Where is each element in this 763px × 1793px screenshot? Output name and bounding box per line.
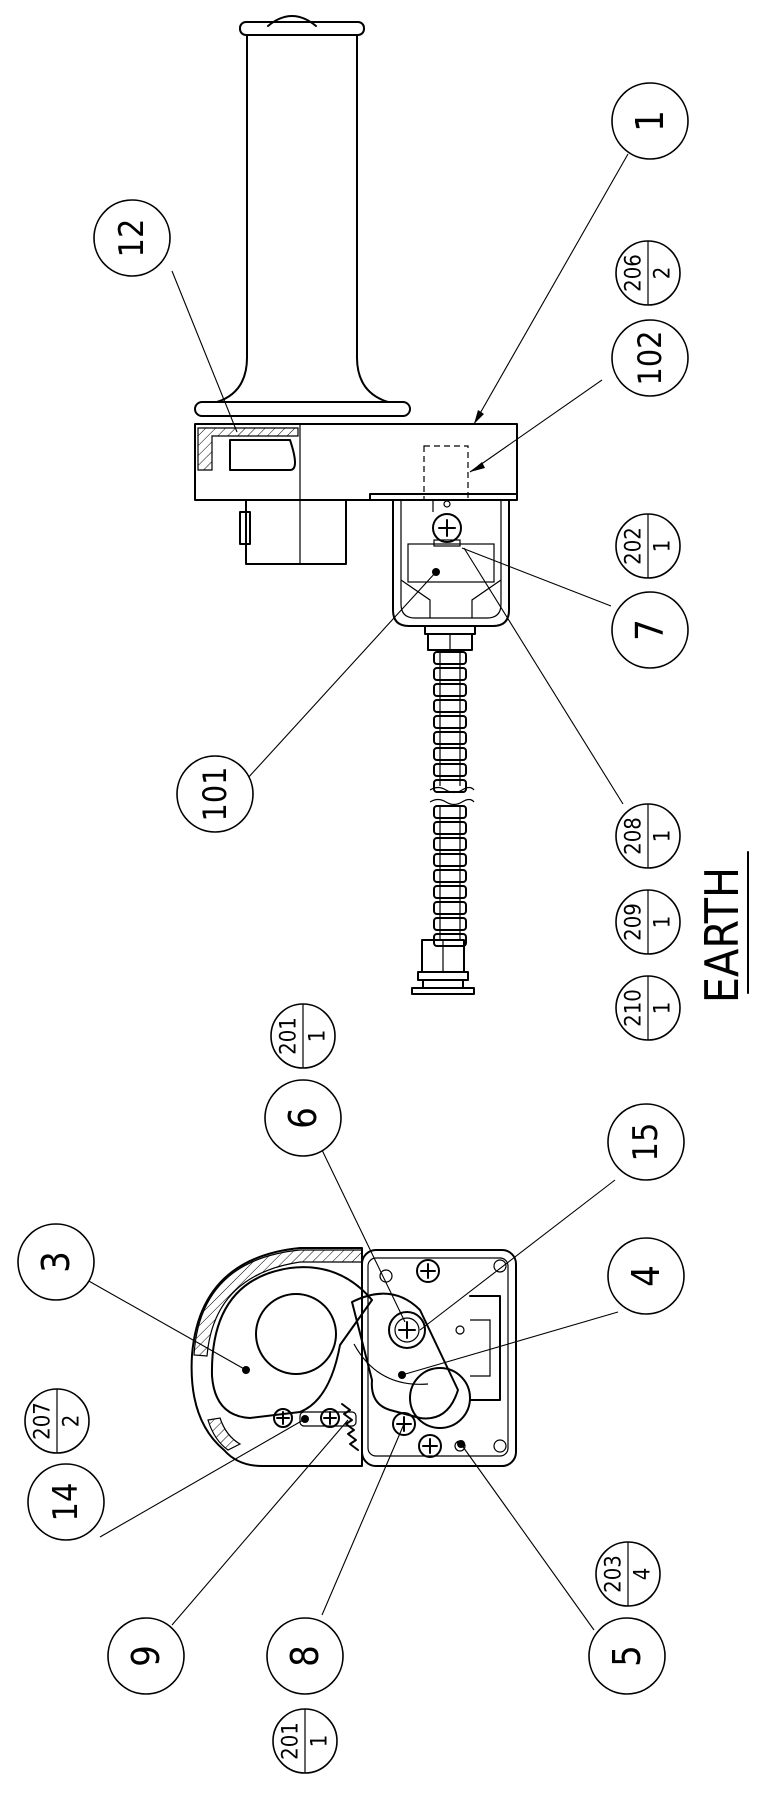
callout-8: 8 xyxy=(266,1617,344,1695)
callout-14: 14 xyxy=(27,1463,105,1541)
svg-text:201: 201 xyxy=(277,1017,302,1055)
conduit-segment xyxy=(433,885,467,899)
svg-text:101: 101 xyxy=(196,767,234,822)
handle-assembly xyxy=(194,15,518,995)
callout-15: 15 xyxy=(607,1103,685,1181)
svg-text:4: 4 xyxy=(624,1265,668,1287)
qty-callout-208: 208 1 xyxy=(615,803,681,869)
svg-text:209: 209 xyxy=(622,903,647,941)
svg-text:15: 15 xyxy=(626,1123,666,1162)
drawing-title: EARTH xyxy=(695,851,749,1003)
svg-text:208: 208 xyxy=(622,817,647,855)
svg-text:1: 1 xyxy=(651,540,676,553)
conduit-core xyxy=(439,652,461,786)
callout-3: 3 xyxy=(17,1223,95,1301)
conduit-segment xyxy=(433,715,467,729)
conduit-segment xyxy=(433,731,467,745)
conduit-core xyxy=(439,806,461,940)
callout-5: 5 xyxy=(588,1617,666,1695)
conduit-segment xyxy=(433,869,467,883)
callout-9: 9 xyxy=(107,1617,185,1695)
callout-4: 4 xyxy=(607,1237,685,1315)
callout-12: 12 xyxy=(93,199,171,277)
qty-callout-210: 210 1 xyxy=(615,975,681,1041)
svg-text:210: 210 xyxy=(622,989,647,1027)
svg-text:201: 201 xyxy=(279,1722,304,1760)
qty-callout-202: 202 1 xyxy=(615,513,681,579)
svg-text:1: 1 xyxy=(651,1002,676,1015)
conduit-segment xyxy=(433,837,467,851)
svg-text:4: 4 xyxy=(631,1568,656,1581)
svg-text:5: 5 xyxy=(605,1645,649,1667)
svg-text:202: 202 xyxy=(622,527,647,565)
conduit-segment xyxy=(433,901,467,915)
qty-callout-206: 206 2 xyxy=(615,240,681,306)
svg-text:1: 1 xyxy=(308,1735,333,1748)
conduit-segment xyxy=(433,699,467,713)
callout-101: 101 xyxy=(176,755,254,833)
svg-text:102: 102 xyxy=(631,331,669,386)
qty-callout-203: 203 4 xyxy=(595,1541,661,1607)
conduit-segment xyxy=(433,917,467,931)
callout-6: 6 xyxy=(264,1079,342,1157)
svg-text:6: 6 xyxy=(281,1107,325,1129)
svg-text:1: 1 xyxy=(306,1030,331,1043)
conduit-segment xyxy=(433,667,467,681)
svg-text:206: 206 xyxy=(622,254,647,292)
svg-text:203: 203 xyxy=(602,1555,627,1593)
svg-text:14: 14 xyxy=(46,1483,86,1522)
conduit-segment xyxy=(433,651,467,665)
callout-1: 1 xyxy=(611,82,689,160)
conduit-segment xyxy=(433,763,467,777)
svg-text:8: 8 xyxy=(283,1645,327,1667)
svg-text:1: 1 xyxy=(651,830,676,843)
title-earth: EARTH xyxy=(695,867,749,1003)
qty-callout-209: 209 1 xyxy=(615,889,681,955)
qty-callout-201-bottom: 201 1 xyxy=(272,1708,338,1774)
plate-screws xyxy=(273,1259,442,1458)
svg-text:3: 3 xyxy=(34,1251,78,1273)
conduit-segment xyxy=(433,805,467,819)
svg-text:12: 12 xyxy=(112,219,152,258)
svg-text:9: 9 xyxy=(124,1645,168,1667)
callout-102: 102 xyxy=(611,319,689,397)
leader-lines xyxy=(86,153,629,1631)
flexible-conduit xyxy=(433,651,467,947)
qty-callout-201-top: 201 1 xyxy=(270,1003,336,1069)
conduit-segment xyxy=(433,821,467,835)
qty-callout-207: 207 2 xyxy=(24,1388,90,1454)
conduit-segment xyxy=(433,747,467,761)
svg-text:207: 207 xyxy=(31,1402,56,1440)
svg-text:2: 2 xyxy=(651,267,676,280)
svg-text:7: 7 xyxy=(628,619,672,641)
conduit-segment xyxy=(433,683,467,697)
svg-text:1: 1 xyxy=(651,916,676,929)
cam-assembly xyxy=(190,568,517,1467)
svg-text:1: 1 xyxy=(628,110,672,132)
svg-text:2: 2 xyxy=(60,1415,85,1428)
callout-7: 7 xyxy=(611,591,689,669)
conduit-segment xyxy=(433,853,467,867)
